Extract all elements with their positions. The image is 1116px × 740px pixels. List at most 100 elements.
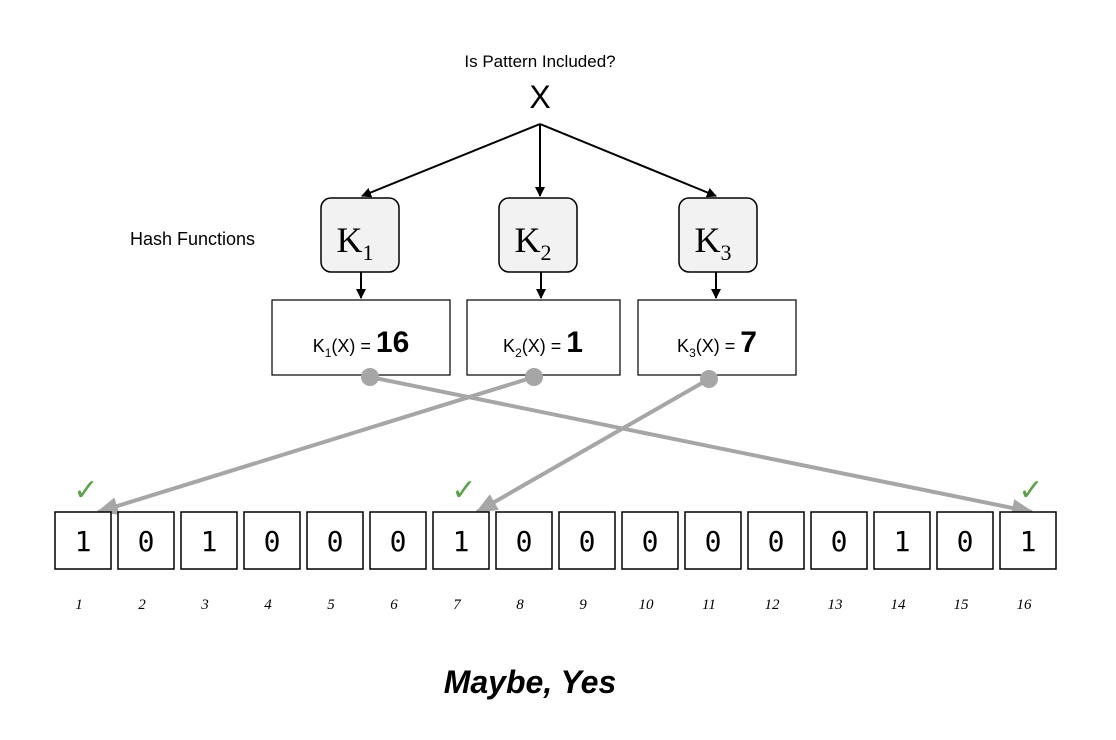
pointer-arrows xyxy=(96,368,1034,517)
bit-value: 1 xyxy=(201,525,218,558)
k3-letter: K xyxy=(695,220,721,260)
bit-cell-box xyxy=(54,511,112,570)
r2-letter: K xyxy=(503,336,515,356)
check-mark-icon: ✓ xyxy=(1018,473,1043,508)
bit-value: 0 xyxy=(579,525,596,558)
result-k2: K2(X) = 1 xyxy=(466,299,621,376)
arrow-x-to-k3 xyxy=(539,123,717,198)
bit-value: 0 xyxy=(138,525,155,558)
bit-cell: 06 xyxy=(369,511,427,613)
bit-index: 6 xyxy=(390,597,398,613)
k2-index: 2 xyxy=(541,240,552,265)
pointer-k2-to-bit-1 xyxy=(96,375,535,515)
bit-cell: 17 xyxy=(432,511,490,613)
bit-cell-box xyxy=(936,511,994,570)
bit-index: 3 xyxy=(200,597,209,613)
r1-arg: (X) = xyxy=(331,336,376,356)
r1-letter: K xyxy=(313,336,325,356)
bit-cell-box xyxy=(369,511,427,570)
bit-cell-box xyxy=(810,511,868,570)
bit-cell: 0 10 xyxy=(621,511,679,613)
k1-index: 1 xyxy=(363,240,374,265)
k1-letter: K xyxy=(337,220,363,260)
bit-cell-box xyxy=(747,511,805,570)
hash-function-k2: K2 xyxy=(498,197,578,273)
bit-cell-box xyxy=(999,511,1057,570)
hash-function-k3: K3 xyxy=(678,197,758,273)
pointer-origin-k3 xyxy=(700,370,718,388)
bit-index: 4 xyxy=(264,597,272,613)
bit-cell: 08 xyxy=(495,511,553,613)
hash-function-k1: K1 xyxy=(320,197,400,273)
bit-index: 15 xyxy=(954,597,970,613)
bit-value: 0 xyxy=(264,525,281,558)
bit-cell: 0 11 xyxy=(684,511,742,613)
bit-index: 16 xyxy=(1017,597,1033,613)
svg-text:K2(X) = 1: K2(X) = 1 xyxy=(503,326,583,360)
bit-cell: 04 xyxy=(243,511,301,613)
bit-index: 14 xyxy=(891,597,907,613)
bit-index: 2 xyxy=(138,597,146,613)
bit-cell-box xyxy=(117,511,175,570)
bit-cell-box xyxy=(180,511,238,570)
bit-cell: 1 16 xyxy=(999,511,1057,613)
result-k3: K3(X) = 7 xyxy=(637,299,797,376)
bit-value: 0 xyxy=(327,525,344,558)
bit-cell: 0 13 xyxy=(810,511,868,613)
k2-letter: K xyxy=(515,220,541,260)
k3-index: 3 xyxy=(721,240,732,265)
bit-index: 10 xyxy=(639,597,655,613)
bit-index: 5 xyxy=(327,597,335,613)
r2-arg: (X) = xyxy=(522,336,567,356)
bit-value: 0 xyxy=(516,525,533,558)
bit-index: 12 xyxy=(765,597,781,613)
bit-index: 8 xyxy=(516,597,524,613)
bit-cell: 1 14 xyxy=(873,511,931,613)
result-k1: K1(X) = 16 xyxy=(271,299,451,376)
bit-index: 13 xyxy=(828,597,843,613)
svg-text:K3: K3 xyxy=(695,220,732,265)
r1-value: 16 xyxy=(376,326,409,359)
bit-cell-box xyxy=(684,511,742,570)
bit-cell-box xyxy=(432,511,490,570)
pointer-k3-to-bit-7 xyxy=(475,377,710,514)
question-title: Is Pattern Included? xyxy=(464,52,615,71)
bit-array: 110213040506170809010011012013114015116✓… xyxy=(54,473,1057,613)
pointer-origin-k1 xyxy=(361,368,379,386)
bit-cell: 13 xyxy=(180,511,238,613)
check-mark-icon: ✓ xyxy=(73,473,98,508)
r3-value: 7 xyxy=(740,326,757,359)
bit-value: 1 xyxy=(453,525,470,558)
bit-cell: 09 xyxy=(558,511,616,613)
hash-functions-label: Hash Functions xyxy=(130,229,255,249)
bit-cell-box xyxy=(243,511,301,570)
bit-cell-box xyxy=(495,511,553,570)
bit-cell: 0 12 xyxy=(747,511,805,613)
r2-value: 1 xyxy=(566,326,583,359)
bit-value: 1 xyxy=(894,525,911,558)
bit-cell-box xyxy=(873,511,931,570)
bit-value: 0 xyxy=(957,525,974,558)
bit-value: 0 xyxy=(642,525,659,558)
svg-text:K1: K1 xyxy=(337,220,374,265)
bit-value: 1 xyxy=(1020,525,1037,558)
bit-cell: 0 15 xyxy=(936,511,994,613)
bit-value: 1 xyxy=(75,525,92,558)
svg-text:K1(X) = 16: K1(X) = 16 xyxy=(313,326,410,360)
bit-value: 0 xyxy=(768,525,785,558)
bit-cell-box xyxy=(558,511,616,570)
svg-text:K3(X) = 7: K3(X) = 7 xyxy=(677,326,757,360)
pointer-origin-k2 xyxy=(525,368,543,386)
bit-index: 11 xyxy=(702,597,716,613)
check-mark-icon: ✓ xyxy=(451,473,476,508)
bit-cell-box xyxy=(306,511,364,570)
r1-index: 1 xyxy=(325,346,332,360)
bit-cell: 05 xyxy=(306,511,364,613)
bit-index: 1 xyxy=(75,597,83,613)
input-symbol: X xyxy=(529,79,550,115)
bit-value: 0 xyxy=(831,525,848,558)
bit-value: 0 xyxy=(390,525,407,558)
bit-cell: 02 xyxy=(117,511,175,613)
bit-value: 0 xyxy=(705,525,722,558)
